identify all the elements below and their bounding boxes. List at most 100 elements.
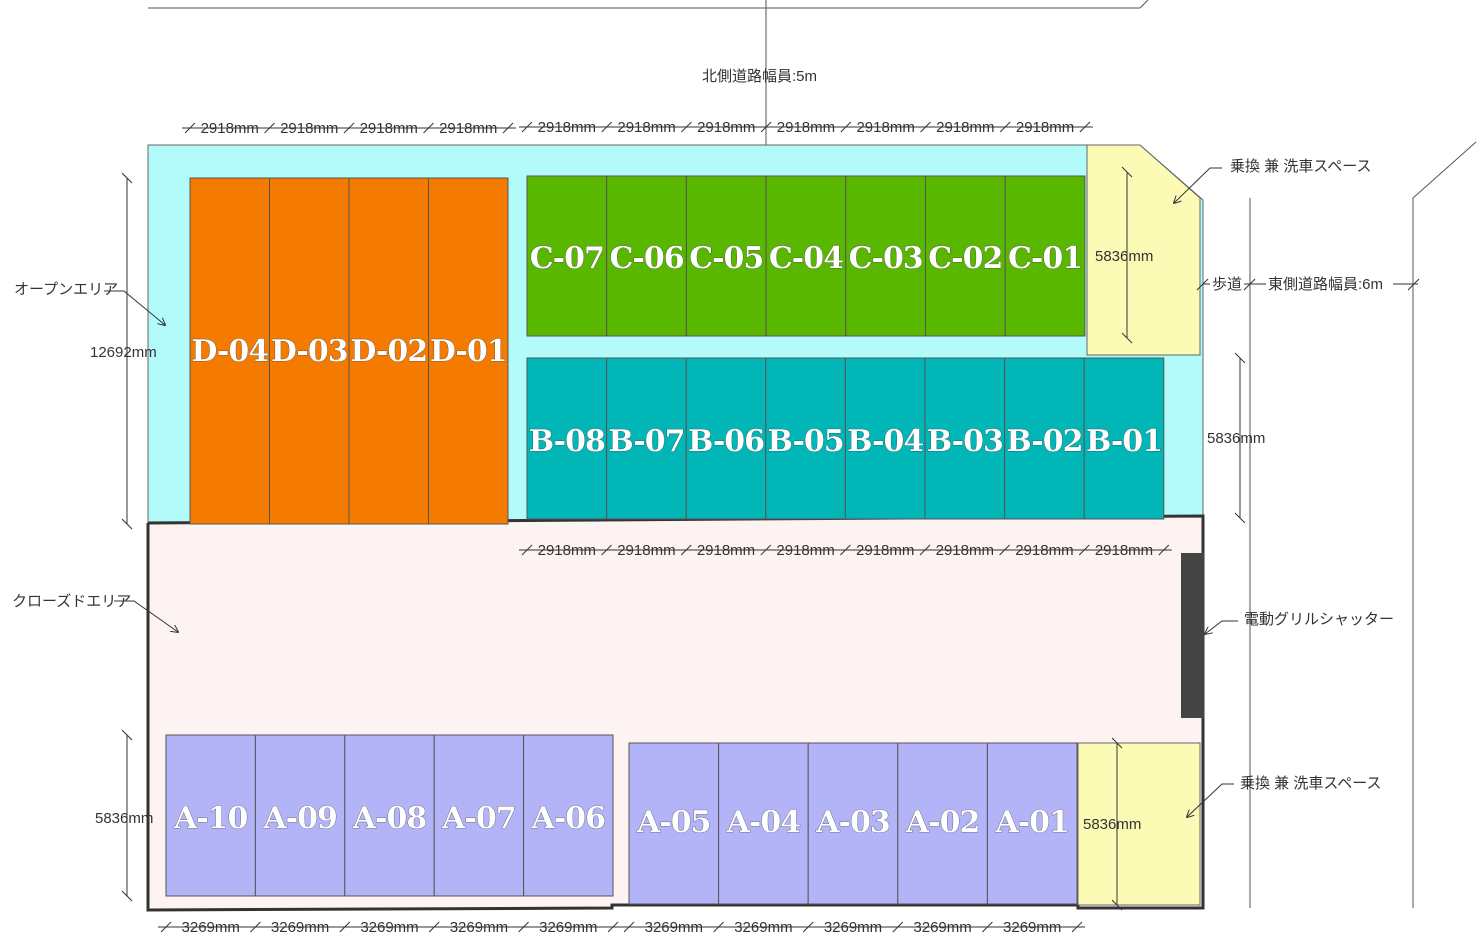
parking-slot-a-02	[897, 742, 988, 905]
a-left-width-dimension-3: 3269mm	[360, 919, 418, 936]
parking-slot-c-05	[685, 175, 767, 337]
parking-slot-b-03	[924, 357, 1006, 520]
north-road-width-label: 北側道路幅員:5m	[702, 68, 817, 85]
b-width-dimension-5: 2918mm	[856, 542, 914, 559]
slot-label-d-01: D-01	[430, 334, 507, 369]
a-right-width-dimension-2: 3269mm	[734, 919, 792, 936]
c-wash-depth-dimension: 5836mm	[1095, 248, 1153, 265]
parking-slot-b-06	[685, 357, 767, 520]
slot-label-b-07: B-07	[608, 424, 684, 459]
c-width-dimension-5: 2918mm	[856, 119, 914, 136]
slot-label-b-05: B-05	[768, 424, 844, 459]
a-depth-dimension: 5836mm	[95, 810, 153, 827]
slot-label-c-01: C-01	[1008, 241, 1082, 276]
wash-space-top	[1086, 144, 1201, 356]
c-width-dimension-2: 2918mm	[617, 119, 675, 136]
a-right-width-dimension-3: 3269mm	[824, 919, 882, 936]
dimension-labels: 2918mm 2918mm 2918mm 2918mm 2918mm 2918mm 2918…	[182, 119, 1154, 936]
b-width-dimension-1: 2918mm	[538, 542, 596, 559]
slot-label-a-04: A-04	[726, 805, 801, 840]
wash-space-top-label: 乗換 兼 洗車スペース	[1230, 158, 1372, 175]
parking-slot-a-03	[807, 742, 899, 905]
parking-slot-d-01	[428, 177, 509, 525]
b-width-dimension-2: 2918mm	[617, 542, 675, 559]
slot-label-a-08: A-08	[352, 801, 427, 836]
parking-slot-c-04	[765, 175, 847, 337]
b-width-dimension-6: 2918mm	[936, 542, 994, 559]
b-width-dimension-7: 2918mm	[1015, 542, 1073, 559]
slot-label-c-04: C-04	[769, 241, 843, 276]
slot-label-c-03: C-03	[849, 241, 923, 276]
b-width-dimension-4: 2918mm	[776, 542, 834, 559]
b-depth-dimension: 5836mm	[1207, 430, 1265, 447]
a-wash-depth-dimension: 5836mm	[1083, 816, 1141, 833]
parking-slot-b-01	[1083, 357, 1165, 520]
parking-slot-a-07	[433, 734, 525, 897]
slot-label-b-03: B-03	[927, 424, 1003, 459]
a-right-width-dimension-5: 3269mm	[1003, 919, 1061, 936]
d-width-dimension-1: 2918mm	[201, 120, 259, 137]
parking-slot-c-02	[925, 175, 1006, 337]
d-width-dimension-3: 2918mm	[360, 120, 418, 137]
slot-label-b-01: B-01	[1086, 424, 1162, 459]
slot-label-b-02: B-02	[1006, 424, 1082, 459]
slot-label-b-08: B-08	[529, 424, 605, 459]
slot-label-a-01: A-01	[994, 805, 1068, 840]
b-width-dimension-3: 2918mm	[697, 542, 755, 559]
parking-slot-d-03	[269, 177, 350, 525]
slot-label-c-06: C-06	[610, 241, 684, 276]
parking-slot-a-08	[344, 734, 435, 897]
open-area-label: オープンエリア	[14, 281, 118, 298]
parking-slot-d-02	[348, 177, 429, 525]
a-right-width-dimension-4: 3269mm	[913, 919, 971, 936]
slot-label-c-05: C-05	[689, 241, 763, 276]
east-road-width-label: 東側道路幅員:6m	[1268, 276, 1383, 293]
wash-space-bottom	[1077, 742, 1201, 906]
b-width-dimension-8: 2918mm	[1095, 542, 1153, 559]
c-width-dimension-7: 2918mm	[1016, 119, 1074, 136]
slot-label-b-04: B-04	[847, 424, 923, 459]
slot-label-a-03: A-03	[815, 805, 889, 840]
slot-label-d-03: D-03	[271, 334, 348, 369]
parking-slot-c-06	[606, 175, 687, 337]
c-width-dimension-1: 2918mm	[538, 119, 596, 136]
slot-label-a-09: A-09	[262, 801, 336, 836]
c-width-dimension-3: 2918mm	[697, 119, 755, 136]
slot-label-a-02: A-02	[905, 805, 979, 840]
parking-slot-b-07	[606, 357, 687, 520]
a-left-width-dimension-1: 3269mm	[182, 919, 240, 936]
shutter-label: 電動グリルシャッター	[1244, 611, 1394, 628]
parking-slot-c-07	[526, 175, 608, 337]
a-right-width-dimension-1: 3269mm	[645, 919, 703, 936]
electric-grille-shutter	[1181, 553, 1204, 718]
wash-space-bottom-label: 乗換 兼 洗車スペース	[1240, 775, 1382, 792]
parking-slot-a-06	[523, 734, 614, 897]
leader-lines	[104, 167, 1420, 817]
c-width-dimension-4: 2918mm	[777, 119, 835, 136]
parking-slot-b-08	[526, 357, 608, 520]
d-width-dimension-4: 2918mm	[439, 120, 497, 137]
slot-label-a-06: A-06	[531, 801, 606, 836]
road-lines	[148, 0, 1477, 908]
open-depth-dimension: 12692mm	[90, 344, 157, 361]
parking-slot-c-03	[845, 175, 926, 337]
parking-slot-a-10	[165, 734, 256, 897]
parking-slot-a-05	[628, 742, 720, 905]
a-left-width-dimension-5: 3269mm	[539, 919, 597, 936]
slot-label-a-05: A-05	[636, 805, 710, 840]
dimension-lines	[121, 121, 1246, 933]
a-left-width-dimension-4: 3269mm	[450, 919, 508, 936]
sidewalk-label: 歩道	[1212, 276, 1242, 293]
slot-label-c-02: C-02	[928, 241, 1002, 276]
slot-label-b-06: B-06	[688, 424, 764, 459]
slot-label-a-07: A-07	[441, 801, 515, 836]
slot-label-c-07: C-07	[530, 241, 604, 276]
slot-label-a-10: A-10	[173, 801, 248, 836]
a-left-width-dimension-2: 3269mm	[271, 919, 329, 936]
parking-slot-b-04	[844, 357, 926, 520]
parking-slot-c-01	[1004, 175, 1086, 337]
